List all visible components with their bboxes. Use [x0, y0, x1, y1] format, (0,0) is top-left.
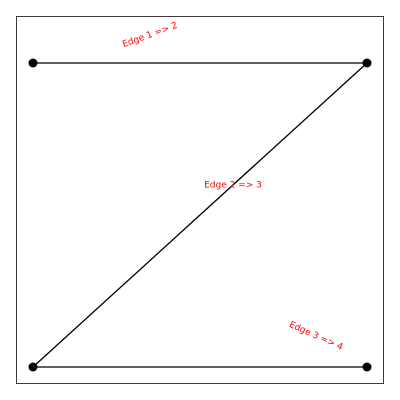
edge-label-2-3: Edge 2 => 3 [204, 181, 262, 191]
edge-label-3-4: Edge 3 => 4 [287, 320, 344, 353]
node-2 [362, 58, 372, 68]
plot-frame [16, 16, 384, 384]
node-1 [28, 58, 38, 68]
node-4 [362, 362, 372, 372]
nodes-group [28, 58, 372, 372]
edges-group [32, 62, 368, 368]
edge-label-1-2: Edge 1 => 2 [121, 21, 179, 50]
node-3 [28, 362, 38, 372]
edge-labels-group: Edge 1 => 2 Edge 2 => 3 Edge 3 => 4 [121, 21, 344, 353]
edge-2-3 [32, 62, 368, 368]
